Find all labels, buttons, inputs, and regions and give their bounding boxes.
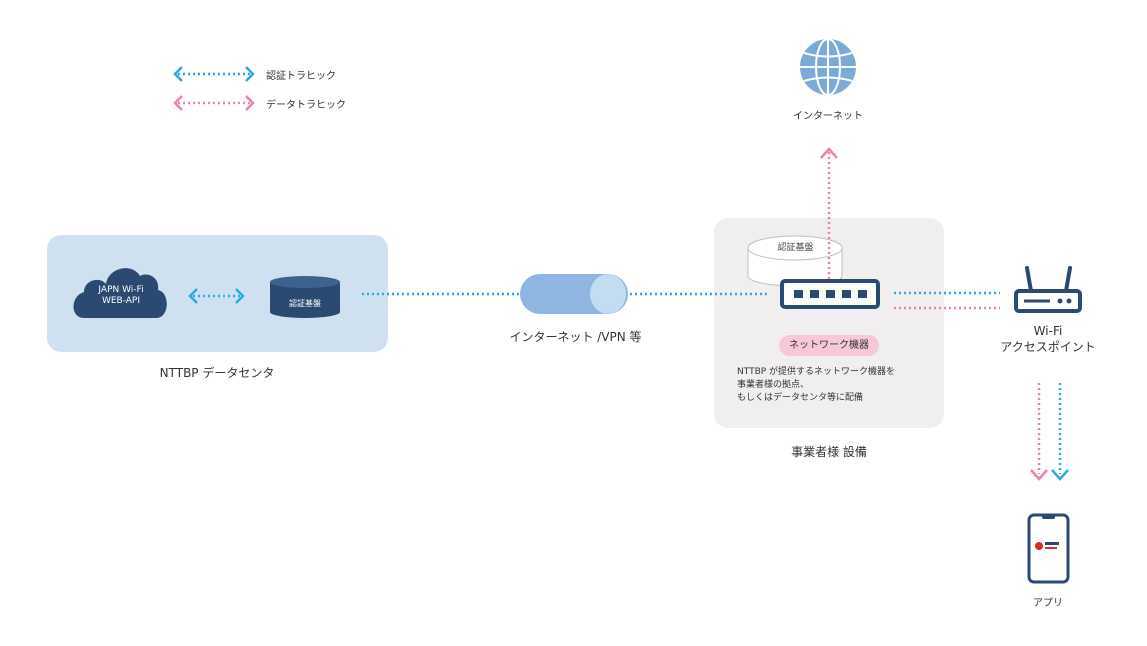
site-desc-line1: NTTBP が提供するネットワーク機器を	[737, 367, 896, 377]
api-auth-arrow	[188, 288, 245, 304]
site-description: NTTBP が提供するネットワーク機器を 事業者様の拠点、 もしくはデータセンタ…	[737, 366, 937, 405]
cloud-icon	[73, 268, 167, 318]
internet-label: インターネット	[793, 111, 863, 122]
access-point-line2: アクセスポイント	[1000, 340, 1096, 354]
access-point-label: Wi-Fi アクセスポイント	[988, 323, 1108, 355]
datacenter-title: NTTBP データセンタ	[159, 366, 275, 380]
app-auth-arrow	[1051, 383, 1069, 481]
access-point-line1: Wi-Fi	[1033, 324, 1063, 338]
legend-auth-arrow	[173, 66, 255, 82]
app-data-arrow	[1030, 383, 1048, 481]
cloud-label-line2: WEB-API	[101, 296, 141, 306]
datacenter-db-label: 認証基盤	[289, 299, 321, 308]
legend-data-arrow	[173, 95, 255, 111]
datacenter-database-icon	[270, 276, 340, 318]
tunnel-label: インターネット /VPN 等	[509, 330, 642, 344]
site-desc-line2: 事業者様の拠点、	[737, 380, 810, 390]
cloud-label-line1: JAPN Wi-Fi	[98, 285, 144, 295]
site-db-label: 認証基盤	[777, 243, 814, 253]
network-device-pill: ネットワーク機器	[779, 335, 879, 356]
site-desc-line3: もしくはデータセンタ等に配備	[737, 393, 864, 403]
network-switch-icon	[780, 279, 880, 309]
wifi-router-icon	[1014, 266, 1082, 313]
cloud-label: JAPN Wi-Fi WEB-API	[76, 285, 166, 307]
site-title: 事業者様 設備	[791, 445, 867, 459]
app-label: アプリ	[1033, 598, 1063, 609]
legend-auth-label: 認証トラヒック	[266, 71, 336, 82]
internet-data-arrow	[820, 147, 838, 282]
globe-icon	[800, 38, 856, 96]
legend-data-label: データトラヒック	[266, 100, 346, 111]
vpn-tunnel-icon	[520, 274, 628, 314]
smartphone-icon	[1027, 513, 1070, 584]
